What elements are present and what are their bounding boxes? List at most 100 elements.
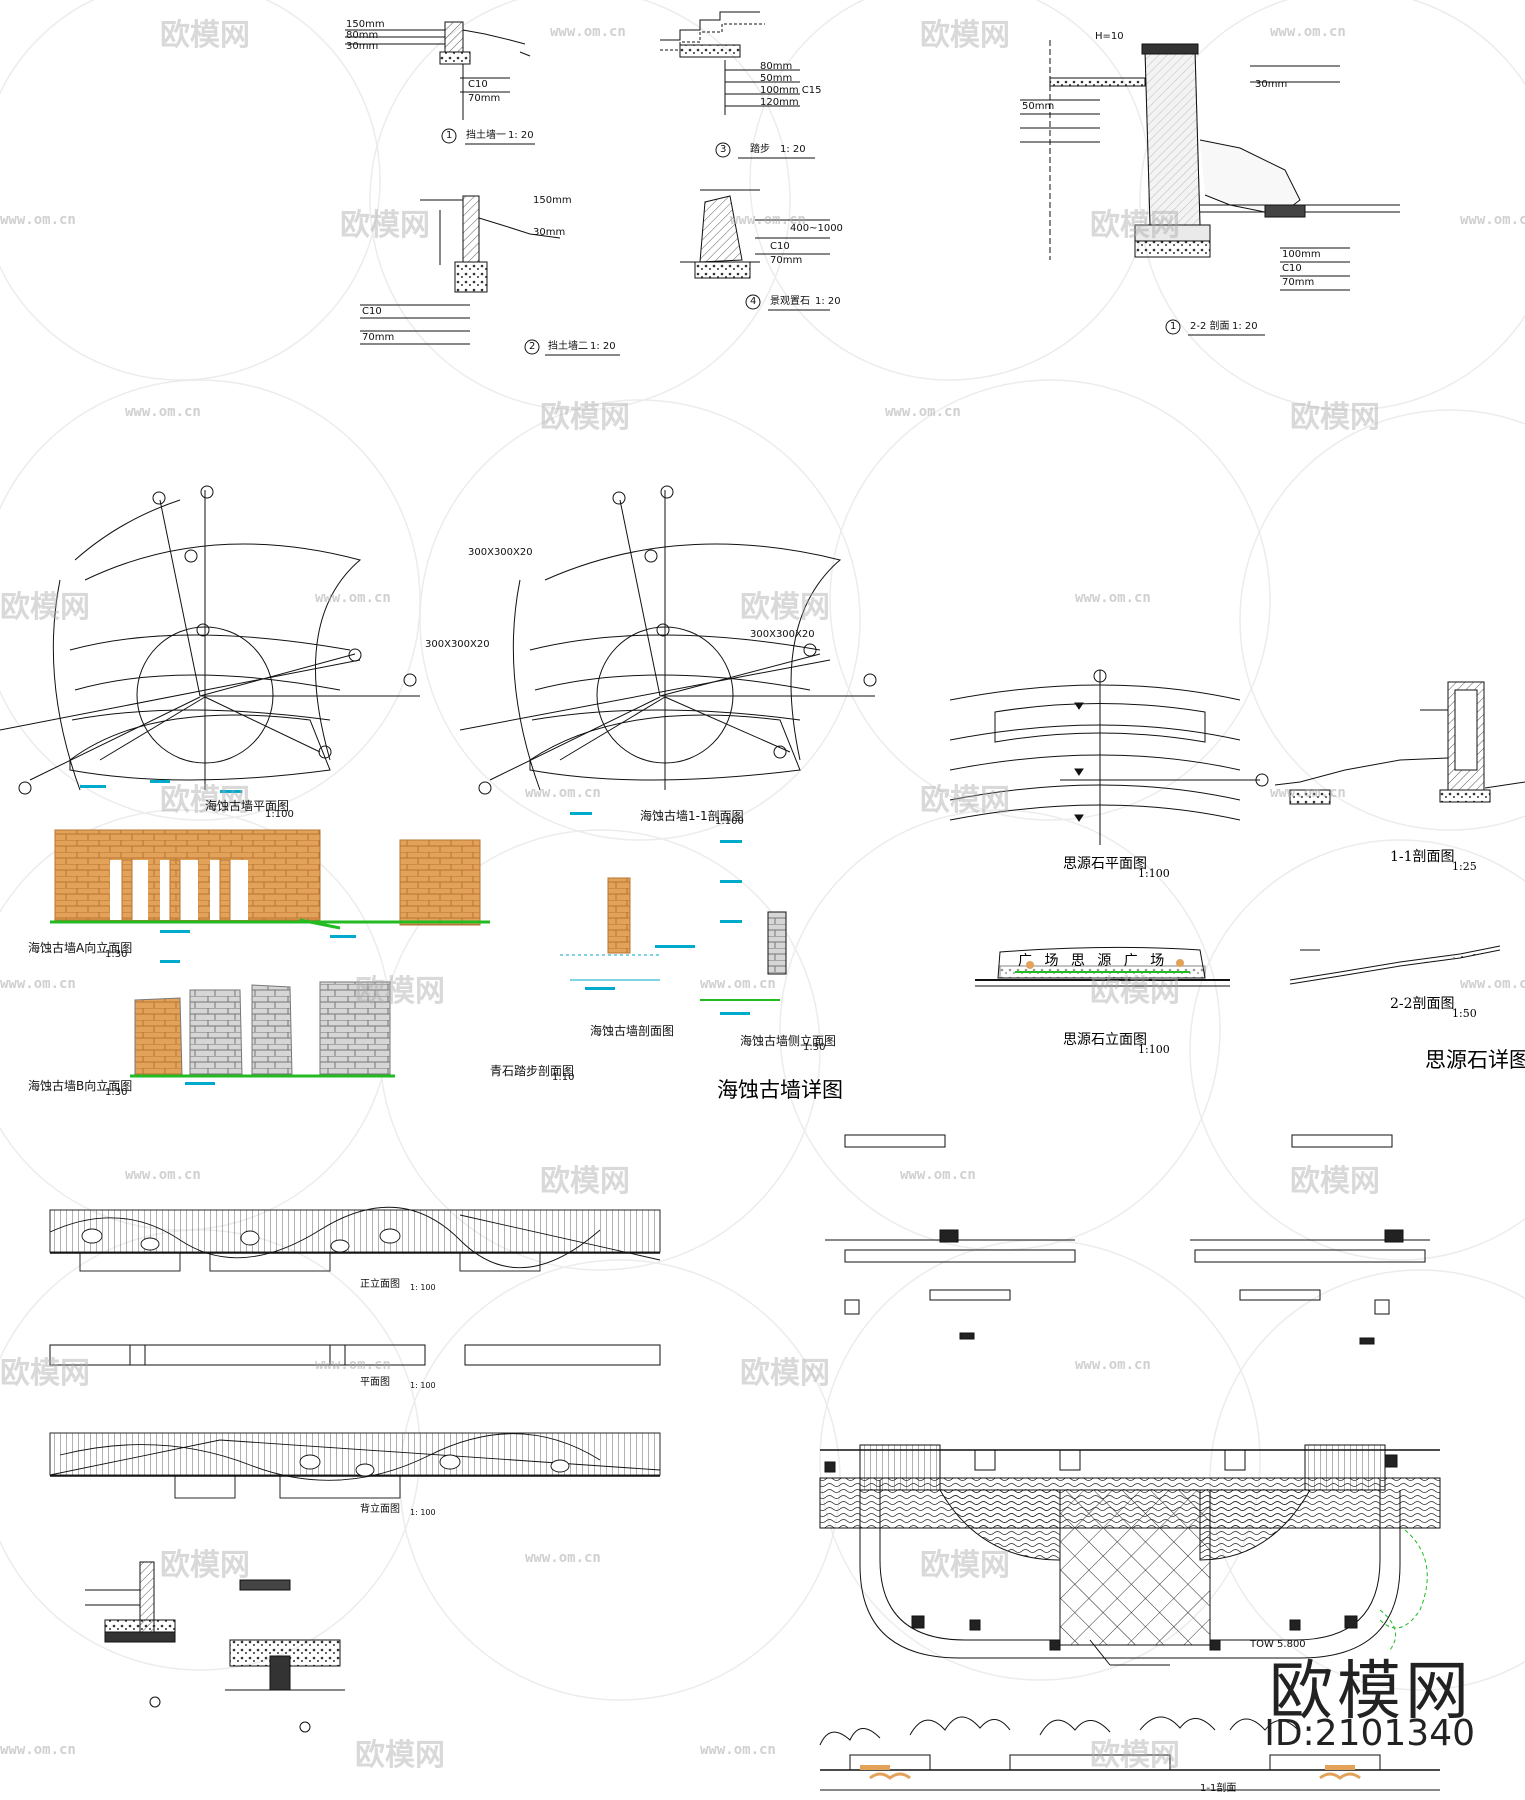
siyuan-sec22-scale: 1:50 xyxy=(1452,1007,1477,1020)
section-22-note: C10 xyxy=(1282,263,1302,274)
watermark-url: www.om.cn xyxy=(125,1167,201,1183)
watermark-brand: 欧模网 xyxy=(340,208,430,243)
section-22-note: 70mm xyxy=(1282,277,1315,288)
watermark-brand: 欧模网 xyxy=(160,1548,250,1583)
haishi-elevation-a xyxy=(50,829,490,930)
watermark-url: www.om.cn xyxy=(900,1167,976,1183)
section-22-note: 100mm xyxy=(1282,249,1321,260)
detail-retaining-wall-2 xyxy=(360,195,620,356)
detail-1-number: 1 xyxy=(446,130,453,141)
haishi-side-sections xyxy=(560,877,787,1001)
haishi-side-scale: 1:30 xyxy=(803,1042,826,1053)
watermark-brand: 欧模网 xyxy=(540,400,630,435)
detail-3-note: 100mm C15 xyxy=(760,85,822,96)
watermark-url: www.om.cn xyxy=(700,1742,776,1758)
watermark-url: www.om.cn xyxy=(125,404,201,420)
fence-details xyxy=(85,1561,345,1733)
siyuan-section-1-1 xyxy=(1274,681,1525,805)
detail-3-number: 3 xyxy=(720,144,727,155)
watermark-url: www.om.cn xyxy=(1270,785,1346,801)
section-22-note: 50mm xyxy=(1022,101,1055,112)
haishi-side-title: 海蚀古墙侧立面图 xyxy=(740,1034,837,1048)
fence-back-title: 背立面图 xyxy=(360,1504,400,1515)
detail-landscape-stone xyxy=(680,189,830,311)
detail-3-note: 120mm xyxy=(760,97,799,108)
watermark-brand: 欧模网 xyxy=(355,974,445,1009)
haishi-wall-plan-left xyxy=(0,485,420,795)
detail-1-note: 70mm xyxy=(468,93,501,104)
watermark-brand: 欧模网 xyxy=(355,1738,445,1773)
detail-2-number: 2 xyxy=(529,341,536,352)
watermark-url: www.om.cn xyxy=(1460,212,1525,228)
stone-step-title: 青石踏步剖面图 xyxy=(490,1064,575,1078)
detail-3-note: 80mm xyxy=(760,61,793,72)
plaza-elevation-label: TOW 5.800 xyxy=(1250,1639,1306,1650)
watermark-brand: 欧模网 xyxy=(0,1356,90,1391)
detail-1-note: C10 xyxy=(468,79,488,90)
siyuan-plan-scale: 1:100 xyxy=(1138,867,1170,880)
plaza-section xyxy=(819,1716,1440,1791)
detail-section-2-2 xyxy=(1020,40,1400,336)
detail-4-note: 70mm xyxy=(770,255,803,266)
watermark-brand: 欧模网 xyxy=(920,783,1010,818)
haishi-plan-scale: 1:100 xyxy=(265,809,294,820)
watermark-brand: 欧模网 xyxy=(0,590,90,625)
detail-2-scale: 1: 20 xyxy=(590,341,616,352)
siyuan-elev-scale: 1:100 xyxy=(1138,1043,1170,1056)
section-22-title: 2-2 剖面 xyxy=(1190,321,1230,332)
watermark-brand: 欧模网 xyxy=(1090,208,1180,243)
watermark-url: www.om.cn xyxy=(315,590,391,606)
stone-dimension: 300X300X20 xyxy=(425,639,490,650)
detail-1-title: 挡土墙一 xyxy=(466,130,506,141)
watermark-brand: 欧模网 xyxy=(1290,400,1380,435)
detail-2-note: 150mm xyxy=(533,195,572,206)
watermark-url: www.om.cn xyxy=(525,1550,601,1566)
haishi-elev-b-scale: 1:30 xyxy=(105,1087,128,1098)
haishi-elev-a-title: 海蚀古墙A向立面图 xyxy=(28,941,133,955)
detail-4-note: 400~1000 xyxy=(790,223,843,234)
siyuan-carved-text: 广 场 思 源 广 场 xyxy=(1018,953,1169,969)
haishi-section-title: 海蚀古墙剖面图 xyxy=(590,1024,675,1038)
watermark-url: www.om.cn xyxy=(1075,1357,1151,1373)
watermark-url: www.om.cn xyxy=(315,1357,391,1373)
detail-2-title: 挡土墙二 xyxy=(548,341,588,352)
watermark-brand: 欧模网 xyxy=(740,590,830,625)
watermark-brand: 欧模网 xyxy=(740,1356,830,1391)
siyuan-elev-title: 思源石立面图 xyxy=(1063,1032,1147,1048)
watermark-url: www.om.cn xyxy=(700,976,776,992)
detail-3-note: 50mm xyxy=(760,73,793,84)
detail-4-scale: 1: 20 xyxy=(815,296,841,307)
watermark-url: www.om.cn xyxy=(0,1742,76,1758)
stone-dimension: 300X300X20 xyxy=(468,547,533,558)
watermark-brand: 欧模网 xyxy=(160,783,250,818)
right-detail-groups xyxy=(825,1134,1430,1345)
plaza-plan xyxy=(819,1444,1441,1666)
siyuan-elevation xyxy=(975,946,1230,987)
siyuan-sec22-title: 2-2剖面图 xyxy=(1390,996,1455,1012)
watermark-url: www.om.cn xyxy=(525,785,601,801)
detail-2-note: 70mm xyxy=(362,332,395,343)
haishi-elev-a-scale: 1:30 xyxy=(105,949,128,960)
detail-steps xyxy=(660,11,815,159)
section-22-note: H=10 xyxy=(1095,31,1124,42)
haishi-section-11-title: 海蚀古墙1-1剖面图 xyxy=(640,809,744,823)
watermark-url: www.om.cn xyxy=(1460,976,1525,992)
detail-2-note: 30mm xyxy=(533,227,566,238)
watermark-brand: 欧模网 xyxy=(1090,1738,1180,1773)
detail-2-note: C10 xyxy=(362,306,382,317)
fence-plan xyxy=(49,1344,661,1366)
haishi-section-11-scale: 1:100 xyxy=(715,816,744,827)
watermark-url: www.om.cn xyxy=(0,212,76,228)
watermark-url: www.om.cn xyxy=(1075,590,1151,606)
detail-1-note: 80mm xyxy=(346,30,379,41)
fence-front-scale: 1: 100 xyxy=(410,1283,436,1292)
fence-plan-title: 平面图 xyxy=(360,1377,390,1388)
section-22-scale: 1: 20 xyxy=(1232,321,1258,332)
watermark-brand: 欧模网 xyxy=(920,1548,1010,1583)
haishi-elevation-b xyxy=(130,981,395,1078)
brand-logo-text: 欧模网 xyxy=(1269,1655,1473,1729)
watermark-url: www.om.cn xyxy=(0,976,76,992)
detail-4-note: C10 xyxy=(770,241,790,252)
detail-retaining-wall-1 xyxy=(345,21,535,145)
